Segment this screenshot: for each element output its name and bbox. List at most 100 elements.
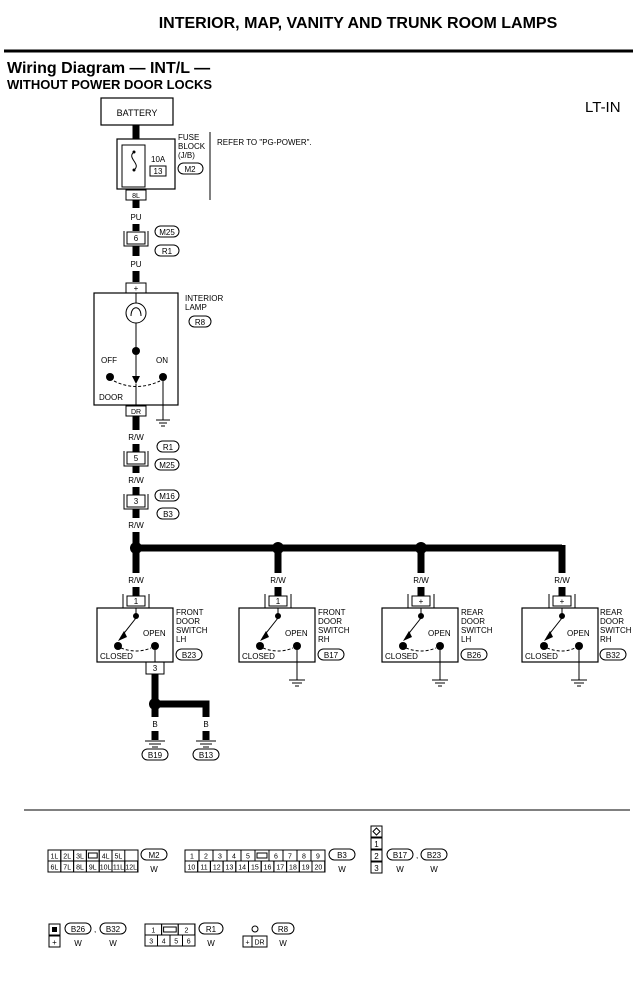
wire-color-rw-2: R/W <box>128 476 144 485</box>
sw2-arrow-icon <box>403 631 412 641</box>
ground-b13-code: B13 <box>199 751 214 760</box>
lamp-dr-pin: DR <box>131 409 141 416</box>
fuse-rating: 10A <box>151 155 166 164</box>
battery-label: BATTERY <box>117 108 158 118</box>
lamp-off-label: OFF <box>101 356 117 365</box>
sw0-code: B23 <box>182 651 197 660</box>
legend-pin-label: 6L <box>51 865 59 872</box>
legend-r8-color: W <box>279 939 287 948</box>
legend-pin-label: 8L <box>76 865 84 872</box>
sw0-lower-pin: 3 <box>153 664 158 673</box>
sw3-open: OPEN <box>567 629 590 638</box>
refer-note: REFER TO "PG-POWER". <box>217 138 312 147</box>
legend-pin-label: 2L <box>63 854 71 861</box>
rear-door-switch-rh: R/W + OPEN CLOSED REAR DOOR SWITCH RH B3… <box>521 576 632 687</box>
sw3-label-4: RH <box>600 635 612 644</box>
legend-b17-pin-2: 2 <box>374 852 379 861</box>
wire-color-rw-sw3: R/W <box>554 576 570 585</box>
legend-pin-label: 5L <box>115 854 123 861</box>
sw2-open: OPEN <box>428 629 451 638</box>
sw2-closed: CLOSED <box>385 652 418 661</box>
legend-b17-code: B17 <box>393 851 408 860</box>
lamp-door-label: DOOR <box>99 393 123 402</box>
legend-pin-label: 6 <box>274 854 278 861</box>
ground-b19-code: B19 <box>148 751 163 760</box>
connector-m16-code: M16 <box>159 492 175 501</box>
legend-pin-label: 1L <box>51 854 59 861</box>
sw3-label-1: REAR <box>600 608 622 617</box>
legend-pin-label: 5 <box>174 939 178 946</box>
connector-6-box <box>126 231 146 245</box>
wire-color-rw-sw1: R/W <box>270 576 286 585</box>
legend-pin-label: 14 <box>238 865 246 872</box>
sw0-closed: CLOSED <box>100 652 133 661</box>
sw1-pin: 1 <box>276 597 281 606</box>
legend-pin-label: 4 <box>232 854 236 861</box>
legend-b17-b23: 1 2 3 B17 , B23 W W <box>370 825 448 874</box>
legend-square-icon <box>52 927 57 932</box>
legend-b32-color: W <box>109 939 117 948</box>
legend-b17-color: W <box>396 865 404 874</box>
wire-color-rw-sw2: R/W <box>413 576 429 585</box>
legend-pin-label: 7L <box>63 865 71 872</box>
sw1-label-4: RH <box>318 635 330 644</box>
fuse-block-connector-pill <box>177 162 204 175</box>
legend-r8-dr: DR <box>254 940 264 947</box>
legend-b17-sep: , <box>416 851 418 860</box>
fuse-block-label-2: BLOCK <box>178 142 206 151</box>
legend-pin-cell <box>124 860 139 873</box>
connector-m25-code-2: M25 <box>159 461 175 470</box>
wire-color-rw-3: R/W <box>128 521 144 530</box>
legend-b26-b32: + B26 , B32 W W <box>48 922 127 948</box>
fuse-number: 13 <box>154 167 163 176</box>
legend-r8-plus: + <box>245 940 249 947</box>
legend-b26-pin: + <box>52 938 57 947</box>
sw1-code: B17 <box>324 651 339 660</box>
lamp-on-label: ON <box>156 356 168 365</box>
legend-b17-pin-1: 1 <box>374 840 379 849</box>
legend-pin-label: 5 <box>246 854 250 861</box>
wire-color-b-1: B <box>152 720 157 729</box>
legend-pin-label: 19 <box>302 865 310 872</box>
legend-m2-row1: 1L 2L 3L 4L 5L <box>47 849 126 862</box>
page-header: INTERIOR, MAP, VANITY AND TRUNK ROOM LAM… <box>159 15 558 32</box>
legend-pin-label: 9 <box>316 854 320 861</box>
sw1-arrow-icon <box>260 631 269 641</box>
connector-m25-code: M25 <box>159 228 175 237</box>
wire-color-rw-1: R/W <box>128 433 144 442</box>
legend-pin-label: 9L <box>89 865 97 872</box>
legend-m2-code: M2 <box>148 851 160 860</box>
front-door-switch-rh: R/W 1 OPEN CLOSED FRONT DOOR SWITCH RH B… <box>238 576 350 687</box>
legend-pin-label: 17 <box>276 865 284 872</box>
legend-pin-cell <box>311 860 326 873</box>
connector-b3-code: B3 <box>163 510 173 519</box>
legend-pin-blank <box>256 852 268 859</box>
legend-diamond-icon <box>372 827 381 836</box>
legend-pin-label: 4L <box>102 854 110 861</box>
legend-b26-sep: , <box>94 925 96 934</box>
legend-b26-code: B26 <box>71 925 86 934</box>
connector-r1-code-2: R1 <box>163 443 174 452</box>
legend-pin-label: 6 <box>187 939 191 946</box>
legend-pin-label: 3L <box>76 854 84 861</box>
lamp-code: R8 <box>195 318 206 327</box>
fuse-block-box <box>116 138 176 190</box>
sw1-label-3: SWITCH <box>318 626 350 635</box>
lamp-label-1: INTERIOR <box>185 294 223 303</box>
sw1-open: OPEN <box>285 629 308 638</box>
front-door-switch-lh: R/W 1 OPEN CLOSED FRONT DOOR SWITCH LH B… <box>96 576 220 761</box>
legend-pin-label: 10 <box>187 865 195 872</box>
sw0-label-1: FRONT <box>176 608 204 617</box>
legend-pin-label: 10L <box>100 865 112 872</box>
legend-pin-label: 18 <box>289 865 297 872</box>
legend-pin-label: 1 <box>190 854 194 861</box>
rear-door-switch-lh: R/W + OPEN CLOSED REAR DOOR SWITCH LH B2… <box>381 576 493 687</box>
